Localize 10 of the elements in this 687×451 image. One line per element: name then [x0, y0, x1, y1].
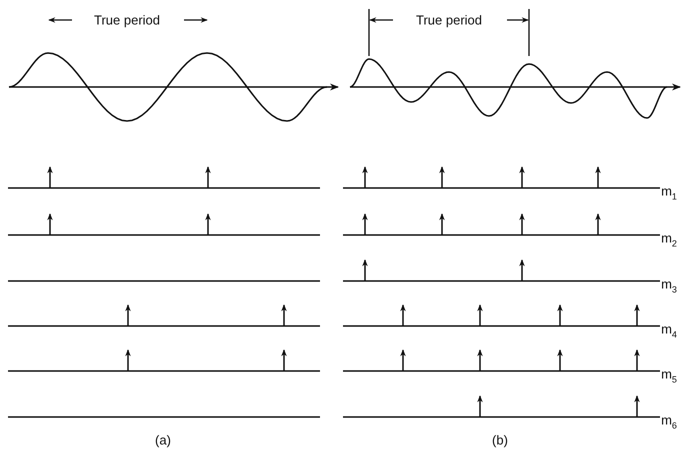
panel-label: (a): [155, 434, 171, 446]
row-label: m$_{3}$: [661, 278, 677, 294]
row-label: m$_{5}$: [661, 368, 677, 384]
title-label: True period: [94, 14, 160, 26]
title-label: True period: [416, 14, 482, 26]
panel-label: (b): [492, 434, 508, 446]
row-label: m$_{4}$: [661, 322, 677, 340]
row-label: m$_{1}$: [661, 184, 677, 202]
row-label: m$_{2}$: [661, 232, 677, 248]
row-label: m$_{6}$: [661, 414, 677, 430]
